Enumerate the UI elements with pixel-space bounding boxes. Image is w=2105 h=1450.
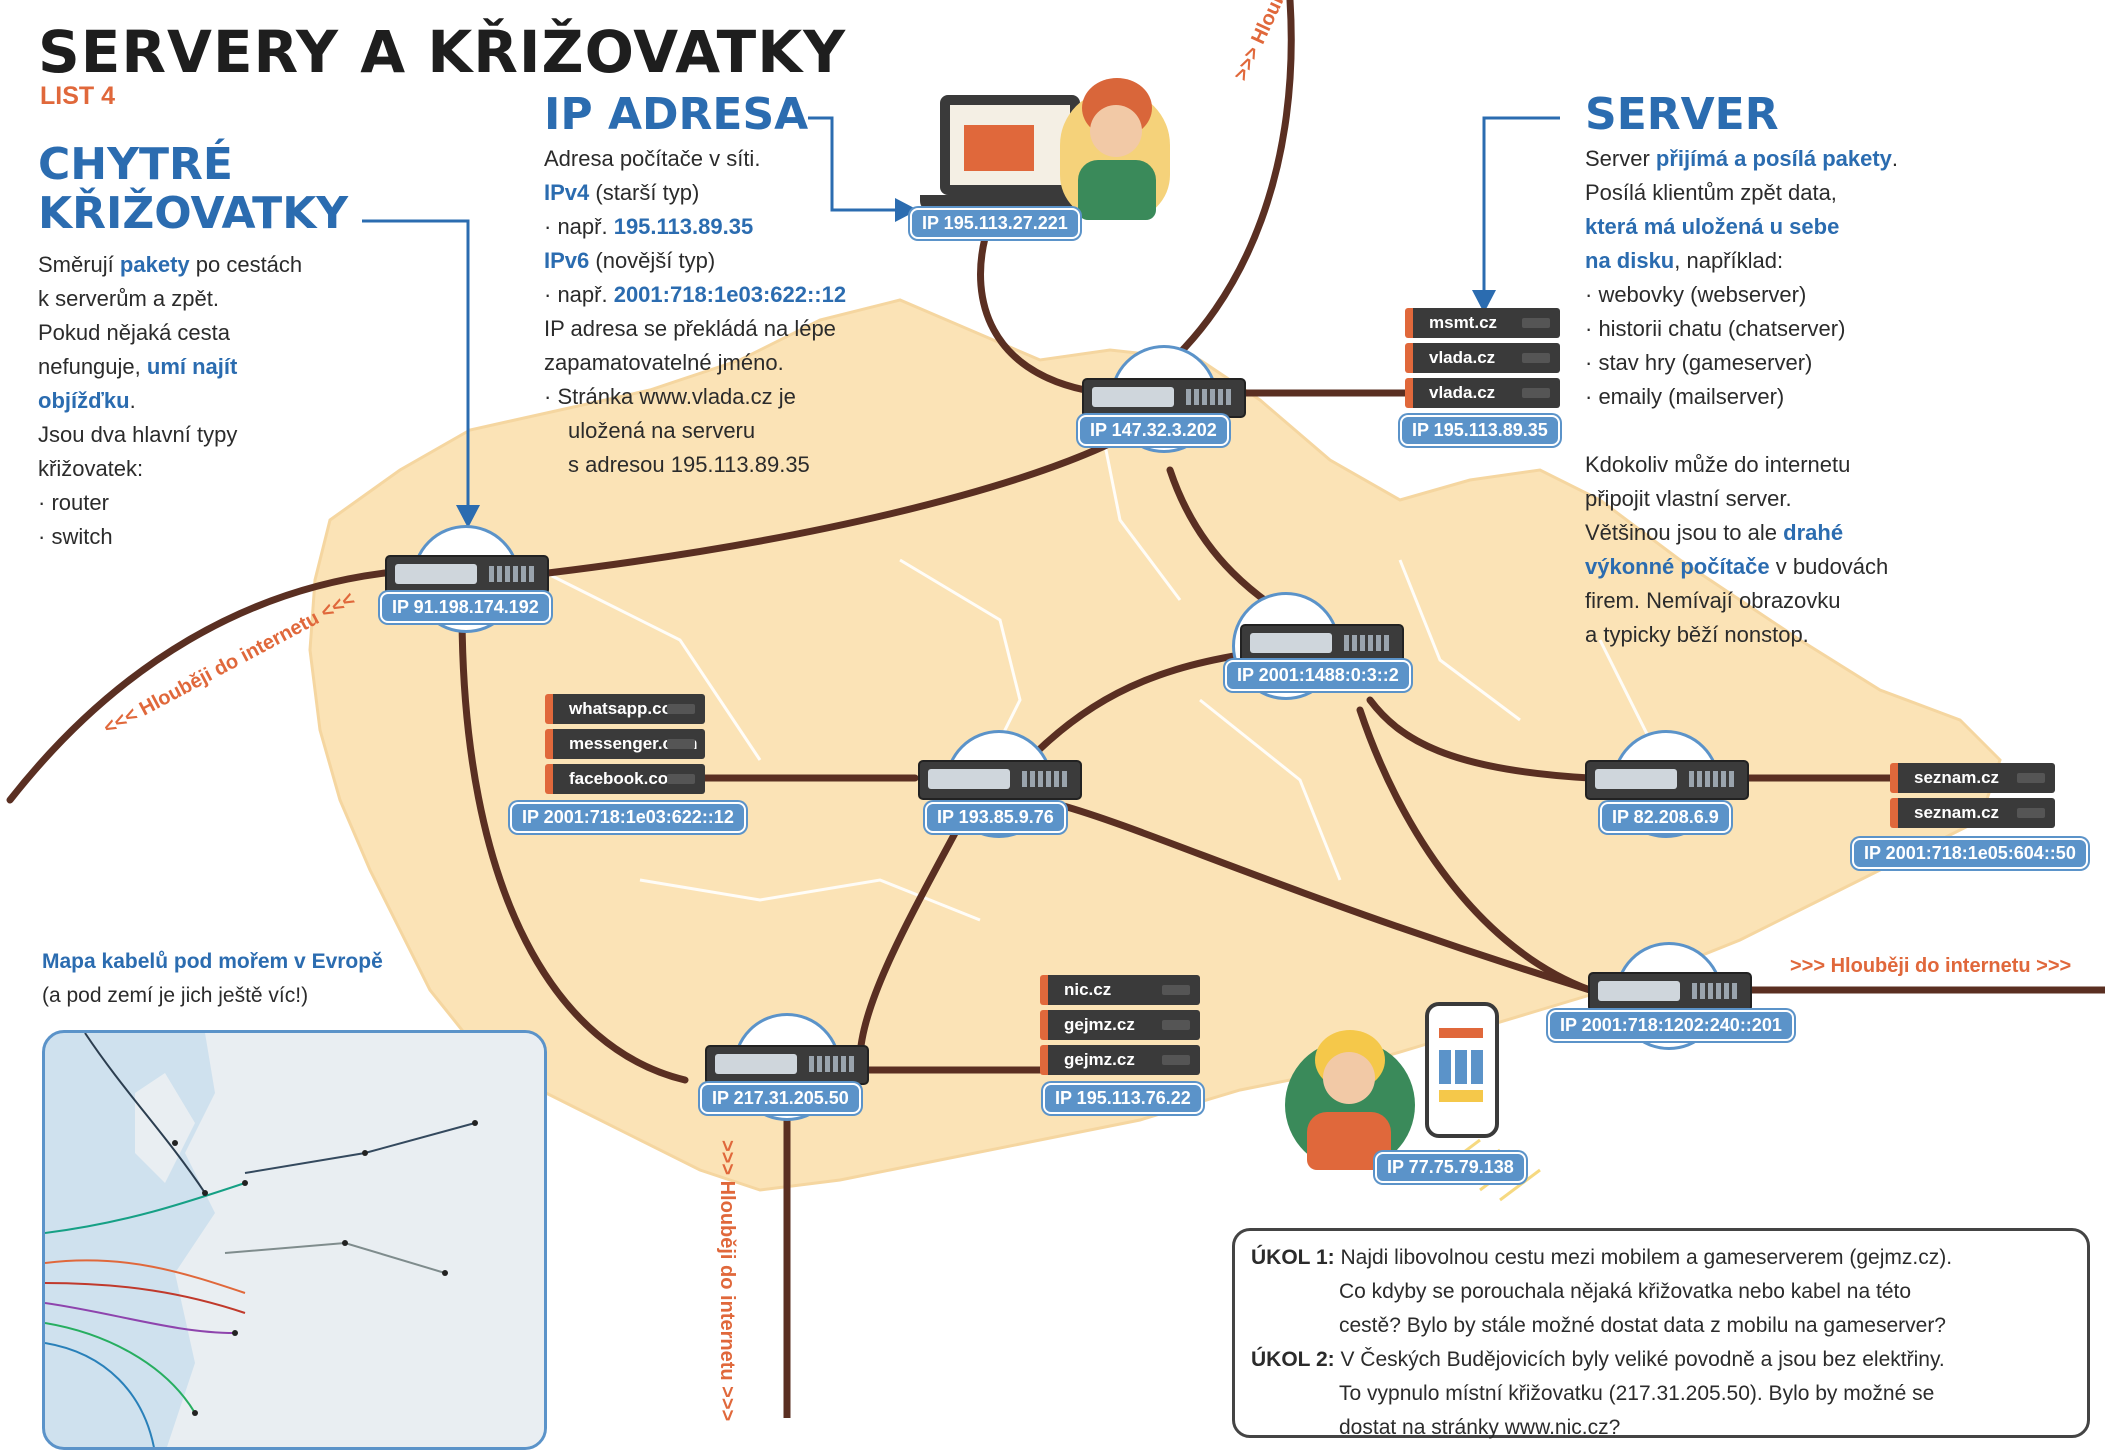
server-rack[interactable]: whatsapp.com <box>545 694 705 724</box>
smart-crossings-heading: CHYTRÉ KŘIŽOVATKY <box>38 140 348 239</box>
ip-router-east: IP 2001:718:1202:240::201 <box>1548 1010 1794 1041</box>
tasks-box: ÚKOL 1: Najdi libovolnou cestu mezi mobi… <box>1232 1228 2090 1439</box>
server-text: Server přijímá a posílá pakety. Posílá k… <box>1585 146 1899 647</box>
server-rack[interactable]: facebook.com <box>545 764 705 794</box>
router-icon[interactable] <box>1082 378 1246 418</box>
server-rack[interactable]: nic.cz <box>1040 975 1200 1005</box>
router-icon[interactable] <box>1240 624 1404 664</box>
ip-laptop: IP 195.113.27.221 <box>910 208 1080 239</box>
girl-with-tablet-icon <box>1060 78 1170 220</box>
laptop-icon <box>940 95 1080 195</box>
router-icon[interactable] <box>1588 972 1752 1012</box>
cable <box>1366 696 1594 782</box>
ip-address-heading: IP ADRESA <box>544 89 809 140</box>
ip-router-mid: IP 2001:1488:0:3::2 <box>1225 660 1411 691</box>
ip-router-left: IP 91.198.174.192 <box>380 592 551 623</box>
ip-router-south: IP 217.31.205.50 <box>700 1083 861 1114</box>
cable <box>1356 706 1594 994</box>
girl-with-phone-icon <box>1285 1030 1415 1170</box>
laptop-base <box>920 195 1105 211</box>
ip-phone: IP 77.75.79.138 <box>1375 1152 1526 1183</box>
routing-arrows <box>362 116 1560 510</box>
map-caption-sub: (a pod zemí je jich ještě víc!) <box>42 984 309 1007</box>
server-rack[interactable]: seznam.cz <box>1890 798 2055 828</box>
europe-cable-map <box>42 1030 547 1450</box>
ip-router-right: IP 82.208.6.9 <box>1600 802 1731 833</box>
ip-server-vlada: IP 195.113.89.35 <box>1400 415 1560 446</box>
smartphone-icon <box>1425 1002 1499 1138</box>
server-rack[interactable]: gejmz.cz <box>1040 1010 1200 1040</box>
ip-server-nic: IP 195.113.76.22 <box>1043 1083 1203 1114</box>
ip-router-center: IP 193.85.9.76 <box>925 802 1066 833</box>
cable <box>1056 801 1594 994</box>
task-2: ÚKOL 2: V Českých Budějovicích byly veli… <box>1251 1348 1945 1439</box>
server-rack[interactable]: vlada.cz <box>1405 378 1560 408</box>
server-rack[interactable]: vlada.cz <box>1405 343 1560 373</box>
sheet-number: LIST 4 <box>40 82 116 110</box>
ip-address-text: Adresa počítače v síti. IPv4 (starší typ… <box>544 146 847 477</box>
router-icon[interactable] <box>385 555 549 595</box>
ip-server-seznam: IP 2001:718:1e05:604::50 <box>1852 838 2088 869</box>
deeper-label: >>> Hlouběji do internetu >>> <box>1790 955 2072 977</box>
map-caption: Mapa kabelů pod mořem v Evropě <box>42 950 383 973</box>
cable <box>6 569 389 804</box>
heading-line-2: KŘIŽOVATKY <box>38 188 349 240</box>
server-heading: SERVER <box>1585 89 1779 140</box>
router-icon[interactable] <box>918 760 1082 800</box>
smart-crossings-text: Směrují pakety po cestách k serverům a z… <box>38 252 303 549</box>
server-rack[interactable]: gejmz.cz <box>1040 1045 1200 1075</box>
server-rack[interactable]: seznam.cz <box>1890 763 2055 793</box>
router-icon[interactable] <box>705 1045 869 1085</box>
heading-line-1: CHYTRÉ <box>38 139 233 190</box>
task-1: ÚKOL 1: Najdi libovolnou cestu mezi mobi… <box>1251 1246 1953 1337</box>
cable <box>856 801 974 1064</box>
cable <box>1146 0 1295 384</box>
deeper-label: >>> Hlouběji do internetu >>> <box>716 1140 738 1422</box>
server-rack[interactable]: messenger.com <box>545 729 705 759</box>
cable <box>977 234 1089 394</box>
ip-server-facebook: IP 2001:718:1e03:622::12 <box>510 802 746 833</box>
network-map <box>6 0 2105 1418</box>
server-rack[interactable]: msmt.cz <box>1405 308 1560 338</box>
router-icon[interactable] <box>1585 760 1749 800</box>
ip-router-top: IP 147.32.3.202 <box>1078 415 1229 446</box>
page-title: SERVERY A KŘIŽOVATKY <box>38 18 847 86</box>
cable <box>458 596 689 1084</box>
